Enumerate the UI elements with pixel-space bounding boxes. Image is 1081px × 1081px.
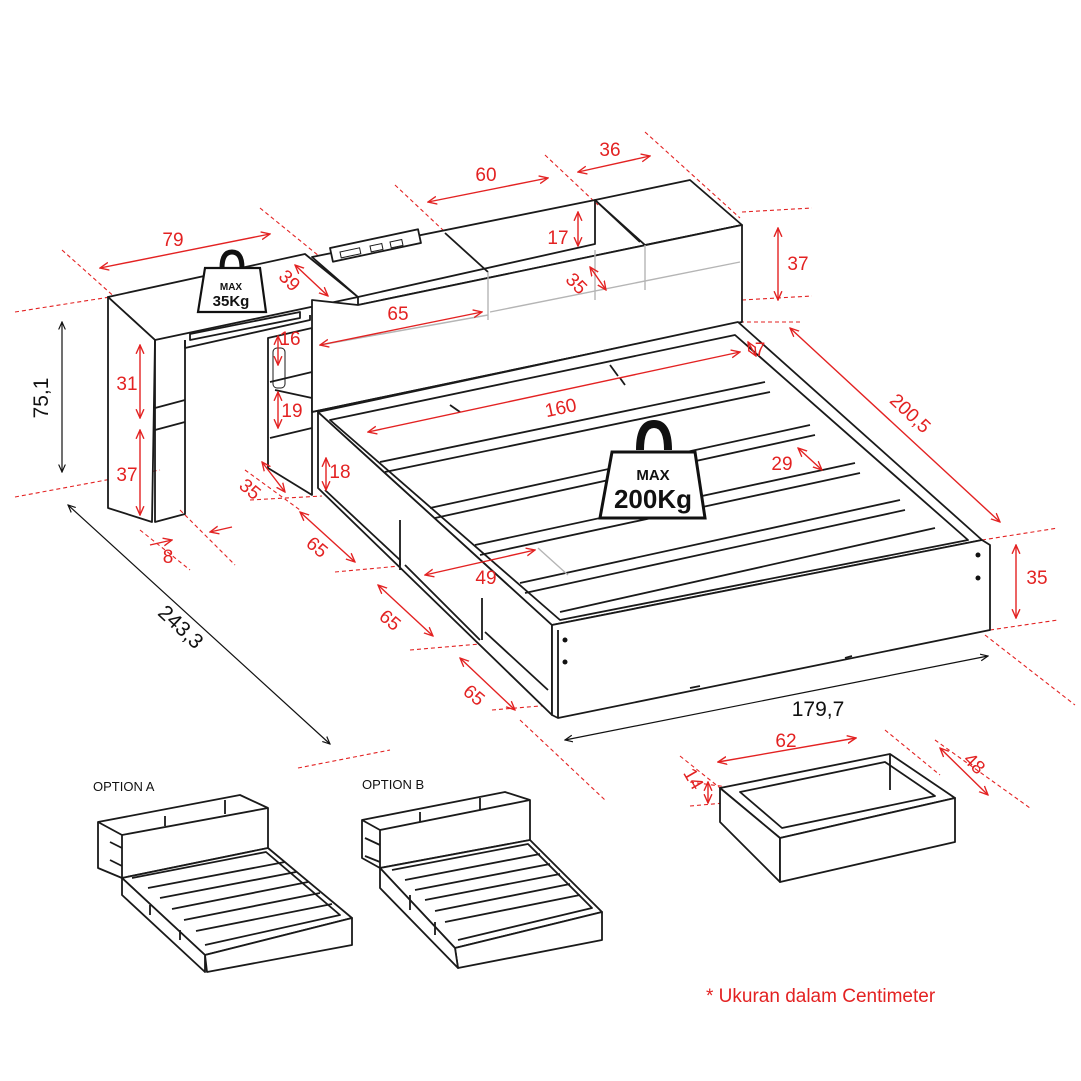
- dim-16: 16: [279, 329, 300, 350]
- desk-weight-badge: MAX 35Kg: [196, 249, 268, 314]
- dim-14: 14: [678, 765, 707, 794]
- dim-60: 60: [475, 165, 496, 186]
- option-a-drawing: OPTION A: [93, 779, 353, 973]
- dim-65-b: 65: [375, 606, 405, 636]
- dim-79: 79: [162, 230, 183, 251]
- bed-max-label: MAX: [636, 467, 669, 484]
- dim-31: 31: [116, 374, 137, 395]
- dim-19: 19: [281, 401, 302, 422]
- dim-35-desk: 35: [235, 475, 265, 505]
- dim-62: 62: [775, 731, 796, 752]
- dim-36: 36: [599, 140, 620, 161]
- dim-18: 18: [329, 462, 350, 483]
- dim-7: 7: [755, 340, 766, 361]
- option-b-label: OPTION B: [362, 777, 424, 792]
- drawer-drawing: [719, 753, 956, 883]
- dimension-arrows: [62, 156, 1016, 803]
- bed-load-label: 200Kg: [614, 484, 692, 514]
- units-footnote: * Ukuran dalam Centimeter: [706, 986, 936, 1007]
- bed-weight-badge: MAX 200Kg: [598, 419, 707, 520]
- dim-65-c: 65: [459, 681, 489, 711]
- dim-17: 17: [547, 228, 568, 249]
- dim-37-top: 37: [787, 254, 808, 275]
- dim-37-side: 37: [116, 465, 137, 486]
- dim-65-top: 65: [387, 304, 408, 325]
- dim-48: 48: [959, 749, 989, 779]
- desk-load-label: 35Kg: [213, 293, 250, 310]
- desk-max-label: MAX: [220, 282, 243, 293]
- dim-35-height: 35: [1026, 568, 1047, 589]
- dim-49: 49: [475, 568, 496, 589]
- dim-243-3: 243,3: [153, 601, 207, 654]
- dim-29: 29: [771, 454, 792, 475]
- dim-179-7: 179,7: [792, 698, 845, 721]
- option-a-label: OPTION A: [93, 779, 155, 794]
- dim-8: 8: [163, 547, 174, 568]
- option-b-drawing: OPTION B: [361, 777, 603, 969]
- dim-75-1: 75,1: [30, 378, 53, 419]
- dim-200-5: 200,5: [885, 390, 934, 438]
